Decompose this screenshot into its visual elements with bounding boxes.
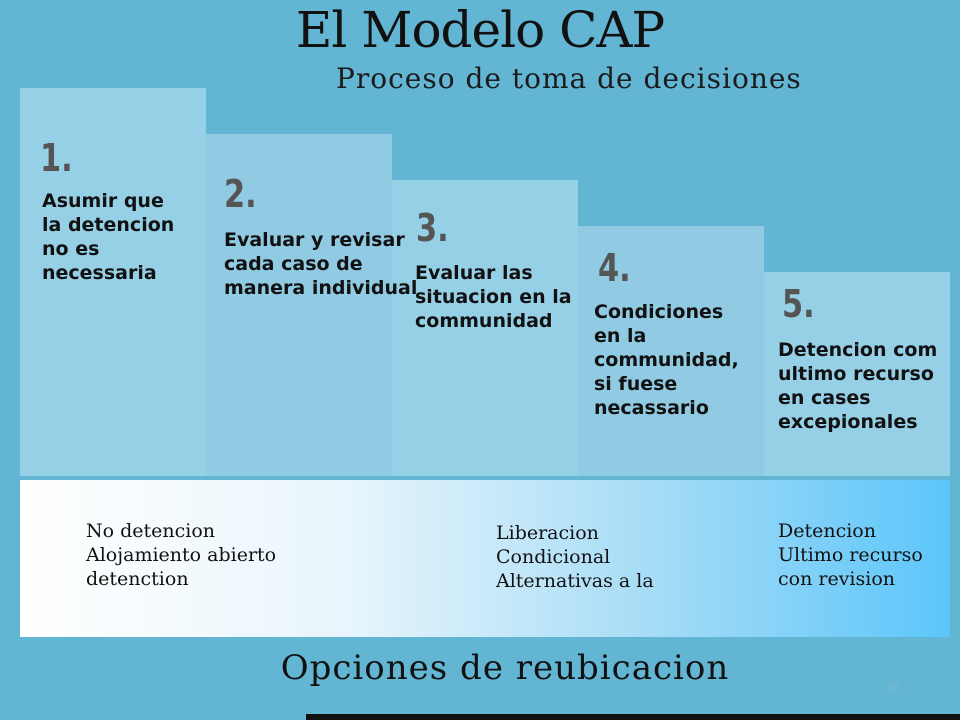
option-line: No detencion: [86, 520, 216, 542]
step-5-line: ultimo recurso: [778, 363, 934, 385]
option-group-3: Detencion Ultimo recurso con revision: [778, 519, 923, 591]
step-2-number: 2.: [224, 172, 257, 216]
step-1-line: la detencion: [42, 214, 175, 236]
bottom-title: Opciones de reubicacion: [280, 648, 730, 688]
option-line: Detencion: [778, 520, 876, 542]
step-1-line: Asumir que: [42, 190, 164, 212]
step-1-line: necessaria: [42, 262, 157, 284]
step-5-block: [764, 272, 950, 476]
step-4-block: [578, 226, 764, 476]
option-group-1: No detencion Alojamiento abierto detenct…: [86, 519, 276, 591]
step-2-line: Evaluar y revisar: [224, 229, 405, 251]
step-4-line: si fuese: [594, 373, 678, 395]
step-3-line: situacion en la: [415, 286, 572, 308]
step-3-label: Evaluar las situacion en la communidad: [415, 261, 572, 333]
step-2-block: [206, 134, 392, 476]
slide-title: El Modelo CAP: [295, 1, 665, 59]
options-panel: [20, 480, 950, 637]
step-5-line: en cases: [778, 387, 871, 409]
step-4-number: 4.: [598, 246, 631, 290]
option-group-2: Liberacion Condicional Alternativas a la: [496, 521, 654, 593]
step-4-line: necassario: [594, 397, 709, 419]
option-line: Condicional: [496, 546, 611, 568]
step-3-number: 3.: [416, 206, 449, 250]
slide-subtitle: Proceso de toma de decisiones: [336, 62, 802, 95]
step-4-line: Condiciones: [594, 301, 724, 323]
step-1-number: 1.: [40, 136, 73, 180]
step-4-line: en la: [594, 325, 647, 347]
option-line: Alternativas a la: [496, 570, 654, 592]
option-line: detenction: [86, 568, 189, 590]
step-2-line: manera individual: [224, 277, 418, 299]
step-5-label: Detencion com ultimo recurso en cases ex…: [778, 338, 960, 434]
step-3-line: communidad: [415, 310, 553, 332]
step-3-block: [392, 180, 578, 476]
step-4-label: Condiciones en la communidad, si fuese n…: [594, 300, 739, 420]
step-5-line: Detencion com: [778, 339, 938, 361]
step-1-block: [20, 88, 206, 476]
option-line: Liberacion: [496, 522, 599, 544]
step-2-line: cada caso de: [224, 253, 363, 275]
step-5-line: excepionales: [778, 411, 918, 433]
option-line: Ultimo recurso: [778, 544, 923, 566]
option-line: con revision: [778, 568, 895, 590]
option-line: Alojamiento abierto: [86, 544, 277, 566]
page-number: 20: [886, 680, 900, 694]
step-4-line: communidad,: [594, 349, 739, 371]
step-1-line: no es: [42, 238, 100, 260]
step-3-line: Evaluar las: [415, 262, 533, 284]
step-2-label: Evaluar y revisar cada caso de manera in…: [224, 228, 417, 300]
step-1-label: Asumir que la detencion no es necessaria: [42, 189, 174, 285]
bottom-bar: [306, 714, 960, 720]
step-5-number: 5.: [782, 282, 815, 326]
